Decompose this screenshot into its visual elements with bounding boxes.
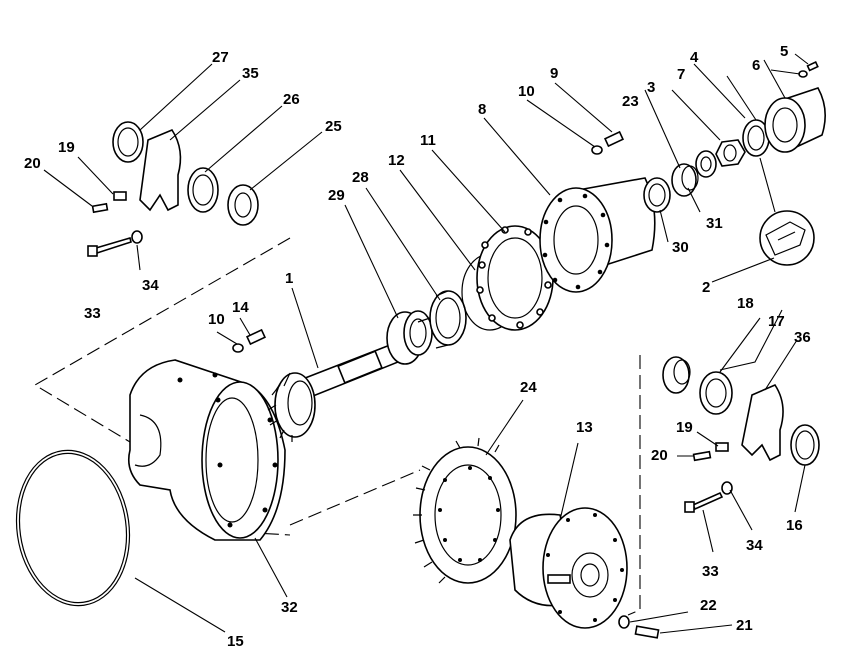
part-33-bolt-top	[87, 236, 132, 257]
part-30-bearing-cup	[643, 177, 671, 213]
callout-18: 18	[737, 295, 754, 312]
callout-27: 27	[212, 49, 229, 66]
callout-6: 6	[752, 57, 760, 74]
part-9-bolt	[603, 130, 625, 148]
part-21-bolt	[634, 625, 660, 639]
leader-lines	[43, 53, 809, 634]
callout-29: 29	[328, 187, 345, 204]
part-2-detail-inset	[759, 210, 815, 266]
callout-7: 7	[677, 66, 685, 83]
part-4-yoke-flange	[764, 87, 826, 153]
part-22-washer	[618, 615, 630, 629]
callout-9: 9	[550, 65, 558, 82]
callout-33a: 33	[84, 305, 101, 322]
callout-3: 3	[647, 79, 655, 96]
part-5-bolt	[806, 61, 819, 72]
callout-4: 4	[690, 49, 699, 66]
callout-20a: 20	[24, 155, 41, 172]
part-18-bearing-cone	[662, 356, 691, 394]
part-8-pinion-cage	[539, 177, 656, 293]
part-33-bolt-right	[684, 491, 724, 513]
part-34-washer-top	[131, 230, 143, 244]
callout-15: 15	[227, 633, 244, 650]
callout-21: 21	[736, 617, 753, 634]
callout-36: 36	[794, 329, 811, 346]
callout-23: 23	[622, 93, 639, 110]
part-27-seal	[112, 121, 144, 163]
part-25-bearing-cone	[227, 184, 259, 226]
part-13-differential-case	[509, 507, 628, 629]
part-20-bolt-right	[692, 450, 712, 462]
callout-19a: 19	[58, 139, 75, 156]
callout-35: 35	[242, 65, 259, 82]
part-1-pinion-shaft	[267, 343, 400, 442]
part-3-nut	[715, 139, 746, 167]
part-15-o-ring	[15, 449, 131, 607]
part-31-bearing-cone	[671, 163, 699, 197]
part-6-washer	[798, 70, 808, 78]
callout-11: 11	[420, 132, 436, 149]
part-10-washer-top	[591, 145, 603, 155]
part-23-washer	[695, 150, 717, 178]
callout-16: 16	[786, 517, 803, 534]
callout-33b: 33	[702, 563, 719, 580]
callout-26: 26	[283, 91, 300, 108]
part-17-bearing-cup	[699, 371, 733, 415]
callout-20b: 20	[651, 447, 668, 464]
callout-30: 30	[672, 239, 689, 256]
callout-5: 5	[780, 43, 788, 60]
callout-13: 13	[576, 419, 593, 436]
callout-14: 14	[232, 299, 249, 316]
callout-8: 8	[478, 101, 486, 118]
part-36-bearing-cap	[741, 383, 784, 462]
part-20-bolt-top	[91, 202, 109, 214]
callout-32: 32	[281, 599, 298, 616]
callout-28: 28	[352, 169, 369, 186]
callout-10b: 10	[208, 311, 225, 328]
part-14-bolt	[245, 328, 267, 346]
part-19-lock-top	[113, 191, 127, 201]
part-29-bearing-cone	[386, 310, 433, 365]
part-34-washer-right	[721, 481, 733, 495]
callout-24: 24	[520, 379, 537, 396]
part-10-washer-lower	[232, 343, 244, 353]
callout-17: 17	[768, 313, 785, 330]
callout-34a: 34	[142, 277, 159, 294]
callout-31: 31	[706, 215, 723, 232]
callout-34b: 34	[746, 537, 763, 554]
callout-labels: 27 35 26 25 19 20 34 33 1 10 14 29 28 12…	[24, 43, 811, 650]
part-28-bearing-cup	[417, 290, 467, 349]
part-24-ring-gear	[413, 437, 517, 584]
callout-22: 22	[700, 597, 717, 614]
part-26-bearing-cup	[187, 167, 219, 213]
callout-12: 12	[388, 152, 405, 169]
part-32-housing	[127, 359, 286, 541]
callout-25: 25	[325, 118, 342, 135]
part-35-bearing-cap	[139, 129, 182, 212]
part-19-lock-right	[715, 442, 729, 452]
callout-10a: 10	[518, 83, 535, 100]
part-16-seal	[790, 424, 820, 466]
callout-2: 2	[702, 279, 710, 296]
callout-1: 1	[285, 270, 293, 287]
callout-19b: 19	[676, 419, 693, 436]
